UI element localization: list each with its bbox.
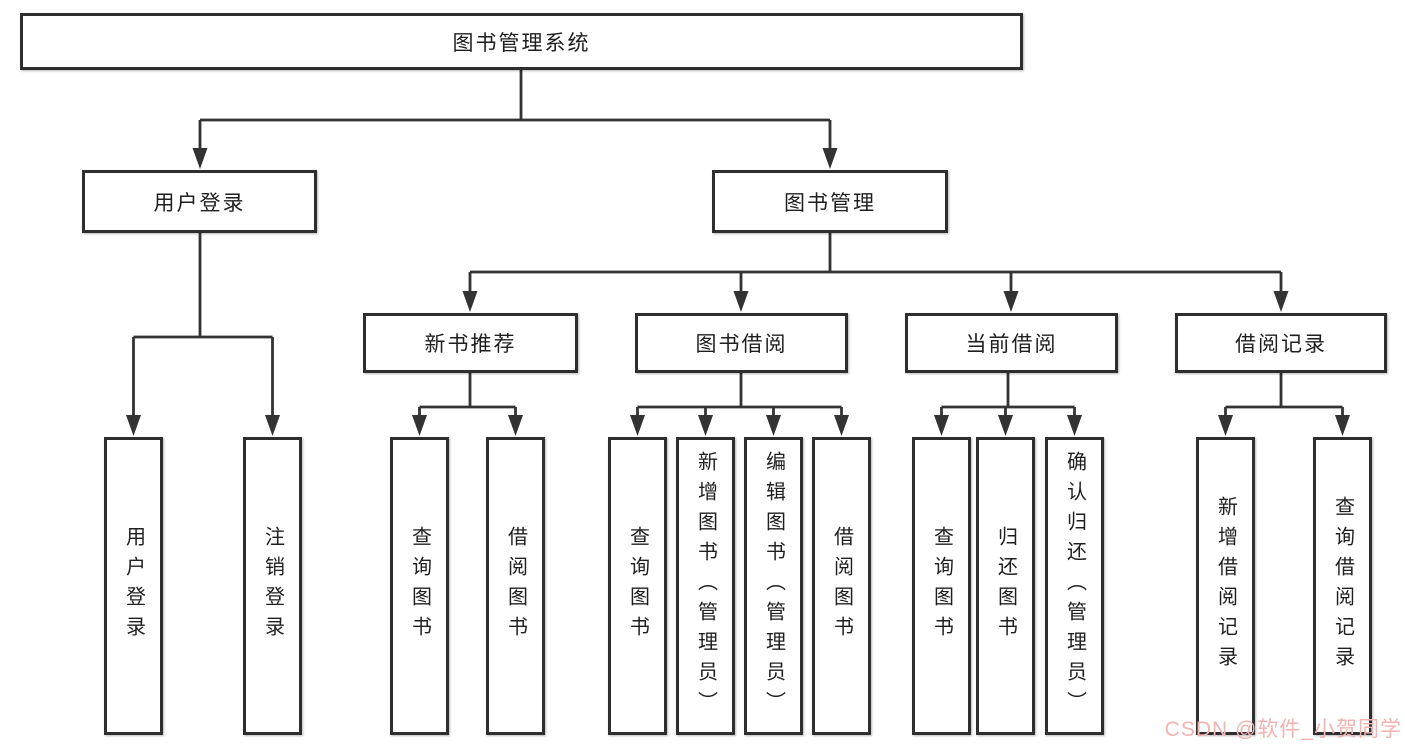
leaf-query-borrow-record-label: 查询借阅记录: [1331, 496, 1354, 676]
node-book-management: 图书管理: [712, 170, 948, 233]
leaf-add-borrow-record-label: 新增借阅记录: [1214, 496, 1237, 676]
node-root-label: 图书管理系统: [452, 31, 591, 55]
leaf-add-book-admin: 新增图书（管理员）: [676, 437, 735, 735]
leaf-query-book-3: 查询图书: [912, 437, 971, 735]
leaf-confirm-return-admin-label: 确认归还（管理员）: [1063, 451, 1086, 721]
leaf-query-book-2-label: 查询图书: [626, 526, 649, 646]
node-book-borrow-label: 图书借阅: [695, 333, 788, 356]
leaf-query-book-1: 查询图书: [390, 437, 449, 735]
leaf-add-book-admin-label: 新增图书（管理员）: [694, 451, 717, 721]
leaf-borrow-book-2-label: 借阅图书: [830, 526, 853, 646]
node-user-login: 用户登录: [82, 170, 317, 233]
leaf-edit-book-admin-label: 编辑图书（管理员）: [762, 451, 785, 721]
leaf-logout-login-label: 注销登录: [261, 526, 284, 646]
node-current-borrow: 当前借阅: [905, 313, 1118, 373]
leaf-return-book: 归还图书: [976, 437, 1035, 735]
node-user-login-label: 用户登录: [153, 191, 246, 215]
leaf-edit-book-admin: 编辑图书（管理员）: [744, 437, 803, 735]
leaf-borrow-book-2: 借阅图书: [812, 437, 871, 735]
watermark: CSDN @软件_小贺同学: [1164, 718, 1402, 741]
leaf-user-login-label: 用户登录: [122, 526, 145, 646]
node-borrow-record-label: 借阅记录: [1235, 333, 1327, 356]
leaf-user-login: 用户登录: [104, 437, 163, 735]
leaf-add-borrow-record: 新增借阅记录: [1196, 437, 1255, 735]
node-root: 图书管理系统: [20, 13, 1023, 70]
leaf-logout-login: 注销登录: [243, 437, 302, 735]
leaf-borrow-book-1: 借阅图书: [486, 437, 545, 735]
leaf-query-borrow-record: 查询借阅记录: [1313, 437, 1372, 735]
node-book-management-label: 图书管理: [784, 191, 876, 215]
leaf-query-book-1-label: 查询图书: [408, 526, 431, 646]
leaf-query-book-3-label: 查询图书: [930, 526, 953, 646]
node-borrow-record: 借阅记录: [1175, 313, 1387, 373]
node-current-borrow-label: 当前借阅: [965, 333, 1058, 356]
node-new-book-recommend: 新书推荐: [363, 313, 578, 373]
node-new-book-recommend-label: 新书推荐: [424, 333, 517, 356]
leaf-return-book-label: 归还图书: [994, 526, 1017, 646]
leaf-query-book-2: 查询图书: [608, 437, 667, 735]
leaf-confirm-return-admin: 确认归还（管理员）: [1045, 437, 1104, 735]
node-book-borrow: 图书借阅: [635, 313, 848, 373]
leaf-borrow-book-1-label: 借阅图书: [504, 526, 527, 646]
